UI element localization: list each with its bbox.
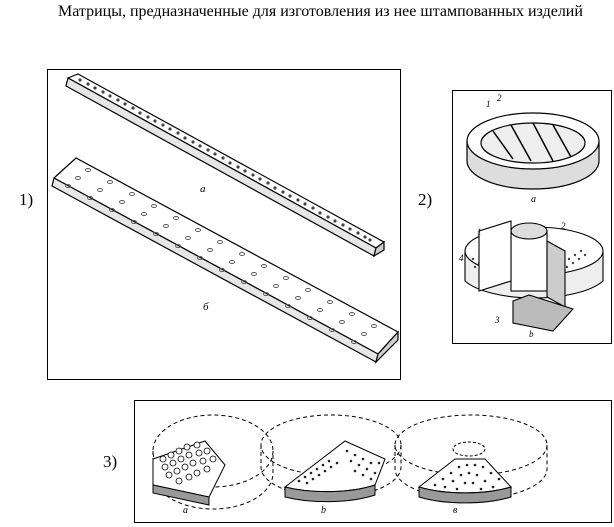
segmented-die-b: [260, 414, 402, 503]
segmented-die-a: [152, 414, 274, 510]
option-2-label-4: 4: [459, 253, 464, 263]
option-3-label-c: в: [453, 505, 458, 516]
option-2-label-1-top: 1: [486, 99, 491, 109]
punch-and-die: [464, 220, 604, 332]
question-text-content: Матрицы, предназначенные для изготовлени…: [58, 3, 583, 20]
ring-die: [466, 112, 600, 190]
segmented-die-c: [394, 414, 548, 504]
option-2-label-b: b: [529, 329, 534, 339]
question-text: Матрицы, предназначенные для изготовлени…: [4, 2, 610, 22]
option-1-frame[interactable]: а: [47, 69, 401, 380]
option-1-number[interactable]: 1): [19, 190, 34, 209]
option-3-frame[interactable]: а b: [134, 400, 612, 523]
option-3-image: а b: [152, 414, 548, 516]
option-2-frame[interactable]: 1 2 а 1 2 3 4 b: [452, 90, 612, 344]
perforated-bar-a: [65, 73, 386, 258]
option-3-label-a: а: [183, 505, 188, 516]
option-1-label-a: а: [200, 183, 206, 195]
option-2-label-1-bottom: 1: [477, 227, 482, 237]
option-1-image: а: [51, 73, 399, 364]
option-2-label-a: а: [531, 194, 536, 205]
option-2-number[interactable]: 2): [418, 190, 433, 209]
perforated-bar-b: [51, 157, 399, 364]
option-1-label-b: б: [203, 301, 209, 313]
option-2-label-3: 3: [494, 315, 500, 325]
option-2-label-2-bottom: 2: [561, 221, 566, 231]
option-3-label-b: b: [321, 505, 326, 516]
option-3-number[interactable]: 3): [103, 452, 118, 471]
option-2-image: 1 2 а 1 2 3 4 b: [459, 93, 604, 339]
option-2-label-2-top: 2: [497, 93, 502, 103]
